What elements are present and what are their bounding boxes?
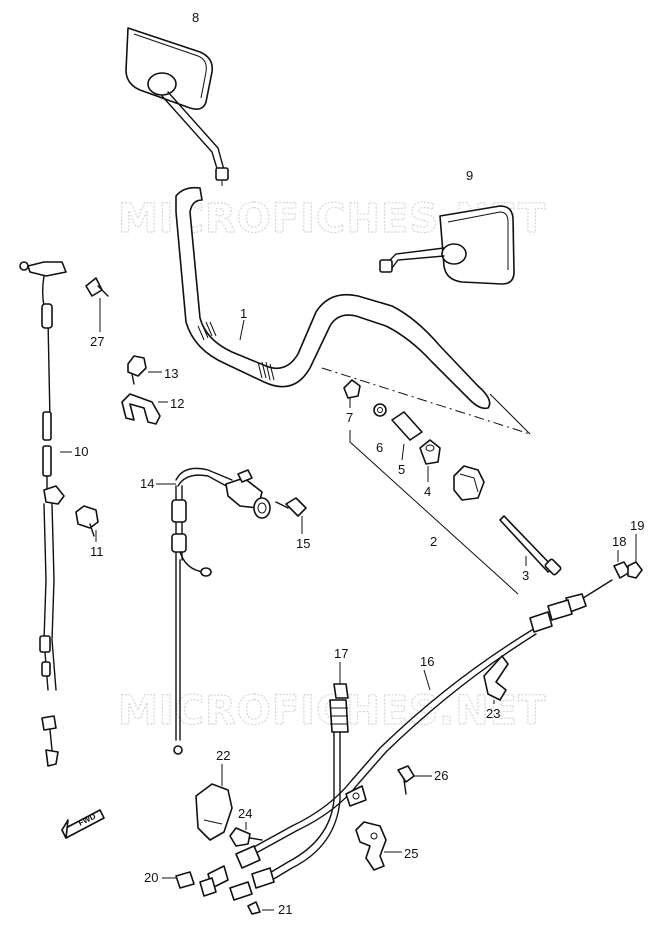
callout-1: 1 — [240, 306, 247, 321]
part-26-bolt[interactable] — [345, 765, 415, 807]
callout-21: 21 — [278, 902, 292, 917]
callout-13: 13 — [164, 366, 178, 381]
part-5-spacer[interactable] — [391, 411, 423, 441]
callout-8: 8 — [192, 10, 199, 25]
callout-16: 16 — [420, 654, 434, 669]
clutch-cable[interactable] — [199, 579, 613, 897]
callout-22: 22 — [216, 748, 230, 763]
callout-14: 14 — [140, 476, 154, 491]
part-3-bolt[interactable] — [499, 515, 562, 576]
callout-27: 27 — [90, 334, 104, 349]
mirror-left[interactable] — [125, 27, 229, 186]
choke-cable[interactable] — [229, 683, 349, 901]
part-22-cover[interactable] — [195, 783, 233, 841]
callout-10: 10 — [74, 444, 88, 459]
part-4-cushion[interactable] — [419, 439, 441, 465]
fwd-arrow-icon: FWD — [61, 809, 105, 839]
handlebar[interactable] — [175, 186, 491, 410]
callout-17: 17 — [334, 646, 348, 661]
switch-harness[interactable] — [171, 467, 271, 755]
callout-4: 4 — [424, 484, 431, 499]
callout-26: 26 — [434, 768, 448, 783]
part-21-clip[interactable] — [247, 901, 261, 915]
callout-7: 7 — [346, 410, 353, 425]
callout-15: 15 — [296, 536, 310, 551]
callout-5: 5 — [398, 462, 405, 477]
part-12-clamp[interactable] — [121, 393, 161, 425]
part-7-nut[interactable] — [343, 379, 361, 399]
assembly-axis-end — [489, 393, 531, 435]
callout-19: 19 — [630, 518, 644, 533]
part-25-bracket[interactable] — [355, 821, 387, 871]
part-2-holder[interactable] — [453, 465, 485, 501]
callout-2: 2 — [430, 534, 437, 549]
callout-6: 6 — [376, 440, 383, 455]
assembly-axis — [321, 367, 531, 435]
callout-24: 24 — [238, 806, 252, 821]
callout-18: 18 — [612, 534, 626, 549]
part-27-screw[interactable] — [85, 277, 109, 297]
callout-23: 23 — [486, 706, 500, 721]
throttle-cable[interactable] — [19, 261, 67, 767]
callouts: 8 9 1 27 13 12 7 6 5 4 10 14 11 15 2 3 1… — [74, 10, 644, 917]
mirror-right[interactable] — [379, 205, 515, 285]
part-23-bracket[interactable] — [483, 655, 509, 701]
part-24-bolt[interactable] — [229, 827, 263, 847]
callout-9: 9 — [466, 168, 473, 183]
callout-3: 3 — [522, 568, 529, 583]
part-15-screw[interactable] — [275, 497, 307, 517]
part-6-washer[interactable] — [373, 403, 387, 417]
callout-25: 25 — [404, 846, 418, 861]
leader-bracket-2 — [349, 430, 519, 595]
callout-11: 11 — [90, 544, 104, 559]
part-19-nut[interactable] — [627, 561, 643, 579]
callout-12: 12 — [170, 396, 184, 411]
leader-1 — [239, 319, 245, 341]
part-11-screw[interactable] — [75, 505, 99, 537]
callout-20: 20 — [144, 870, 158, 885]
part-13-bolt[interactable] — [127, 355, 147, 385]
part-20-pin[interactable] — [175, 871, 195, 889]
